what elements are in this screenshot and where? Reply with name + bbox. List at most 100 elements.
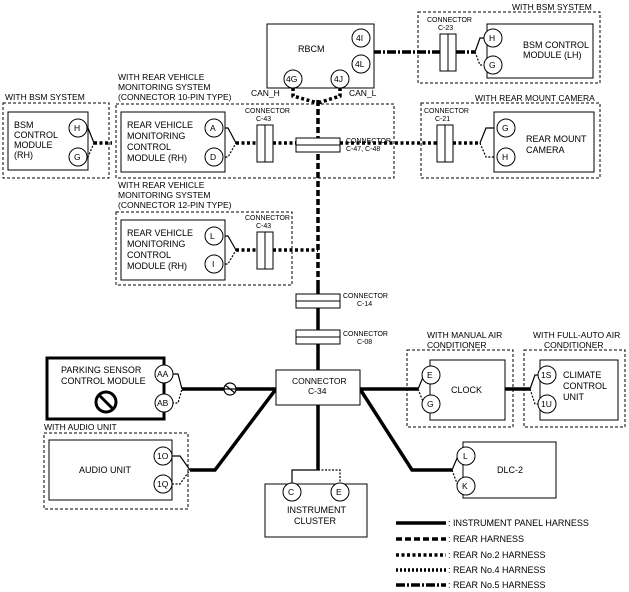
cluster-pin-c-lead (291, 469, 318, 484)
parking-pin-aa-lead (172, 373, 183, 390)
pin-climate-1u: 1U (537, 394, 557, 414)
bsm-lh-label-l2: MODULE (LH) (523, 50, 582, 60)
legend-label-rear: : REAR HARNESS (448, 534, 524, 544)
pin-rbcm-4i: 4I (351, 28, 371, 48)
svg-text:AB: AB (157, 398, 169, 408)
bsm-rh-label-l1: BSM (14, 120, 34, 130)
svg-text:C: C (288, 487, 294, 497)
svg-text:1U: 1U (541, 399, 552, 409)
camera-pin-h-lead (479, 142, 494, 158)
clock-box (429, 359, 506, 421)
parking-label-l2: CONTROL MODULE (61, 376, 146, 386)
svg-text:E: E (336, 487, 342, 497)
climate-label-l1: CLIMATE (563, 370, 601, 380)
connector-c14-id: C-14 (357, 301, 372, 308)
can-h-label: CAN_H (251, 88, 280, 98)
svg-text:AA: AA (157, 369, 169, 379)
rvm10-label-l4: MODULE (RH) (127, 153, 187, 163)
group-label-bsm-left: WITH BSM SYSTEM (5, 92, 85, 102)
rvm12-label-l1: REAR VEHICLE (127, 228, 193, 238)
twisted-pair-mark (223, 382, 237, 396)
can-h-wire (291, 88, 319, 105)
connector-c08-top (295, 329, 341, 338)
svg-text:4L: 4L (355, 59, 365, 69)
group-box-bsm-rh (2, 102, 110, 179)
pin-bsm-lh-h: H (483, 28, 503, 48)
bsm-rh-label-l2: CONTROL (14, 130, 58, 140)
parking-pin-ab-lead (172, 388, 183, 404)
cluster-box (264, 483, 368, 538)
pin-bsm-lh-g: G (483, 55, 503, 75)
svg-text:G: G (489, 60, 496, 70)
svg-text:1S: 1S (541, 370, 552, 380)
climate-label-l3: UNIT (563, 392, 584, 402)
connector-c47-bottom (295, 144, 341, 153)
legend: : INSTRUMENT PANEL HARNESS : REAR HARNES… (396, 518, 589, 590)
svg-text:4G: 4G (286, 74, 297, 84)
svg-text:H: H (74, 123, 80, 133)
legend-label-rear-no5: : REAR No.5 HARNESS (448, 580, 546, 590)
connector-c14-word: CONNECTOR (343, 293, 388, 300)
bsm-lh-label-l1: BSM CONTROL (523, 40, 589, 50)
group-label-manual-air-l2: CONDITIONER (427, 340, 487, 350)
pin-clock-e: E (421, 365, 441, 385)
group-label-rvm12-l1: WITH REAR VEHICLE (118, 180, 205, 190)
svg-text:K: K (462, 481, 468, 491)
connector-c08-id: C-08 (357, 339, 372, 346)
can-l-label: CAN_L (349, 88, 377, 98)
pin-rvm10-d: D (204, 147, 224, 167)
svg-text:A: A (210, 123, 216, 133)
group-box-rvm12 (115, 211, 293, 286)
climate-label-l2: CONTROL (563, 381, 607, 391)
group-label-manual-air-l1: WITH MANUAL AIR (427, 330, 502, 340)
pin-bsm-rh-g: G (68, 147, 88, 167)
connector-c21-word: CONNECTOR (424, 108, 469, 115)
pin-rvm12-i: I (204, 254, 224, 274)
camera-pin-g-lead (479, 127, 494, 144)
pin-audio-1o: 1O (153, 446, 173, 466)
pin-rbcm-4g: 4G (283, 69, 303, 89)
svg-text:E: E (427, 370, 433, 380)
cluster-pin-e-lead (318, 469, 341, 484)
pin-dlc-k: K (456, 476, 476, 496)
connector-c47-top (295, 137, 341, 146)
connector-c43-bottom-id: C-43 (256, 223, 271, 230)
connector-c23-word: CONNECTOR (427, 17, 472, 24)
svg-text:G: G (427, 399, 434, 409)
connector-c23-right (447, 33, 457, 72)
svg-text:H: H (502, 152, 508, 162)
pin-rbcm-4l: 4L (351, 54, 371, 74)
audio-wire (190, 387, 278, 472)
connector-c08-bottom (295, 336, 341, 345)
svg-text:D: D (210, 152, 216, 162)
pin-rvm10-a: A (204, 118, 224, 138)
svg-text:1O: 1O (157, 451, 169, 461)
connector-c43-top-right (264, 124, 274, 163)
connector-c43-top-word: CONNECTOR (245, 108, 290, 115)
cluster-label-l2: CLUSTER (294, 516, 337, 526)
rvm10-label-l2: MONITORING (127, 131, 185, 141)
group-label-audio: WITH AUDIO UNIT (44, 422, 117, 432)
rbcm-label: RBCM (298, 44, 325, 54)
group-label-rvm10-l3: (CONNECTOR 10-PIN TYPE) (118, 92, 232, 102)
svg-text:G: G (74, 152, 81, 162)
rvm10-label-l3: CONTROL (127, 142, 171, 152)
svg-text:4J: 4J (334, 74, 343, 84)
pin-audio-1q: 1Q (153, 474, 173, 494)
connector-c43-bottom-left (256, 231, 266, 270)
svg-text:4I: 4I (356, 33, 363, 43)
clock-label: CLOCK (451, 385, 482, 395)
pin-clock-g: G (421, 394, 441, 414)
group-label-bsm-top: WITH BSM SYSTEM (512, 2, 592, 12)
legend-label-instrument-panel: : INSTRUMENT PANEL HARNESS (448, 518, 589, 528)
pin-bsm-rh-h: H (68, 118, 88, 138)
connector-c34-label-l2: C-34 (308, 386, 327, 396)
connector-c34-box (275, 369, 361, 406)
bsm-rh-label-l3: MODULE (14, 140, 53, 150)
audio-pin-1o-lead (172, 455, 191, 471)
group-box-full-auto (523, 349, 626, 428)
connector-c21-right (444, 124, 454, 163)
connector-c43-top-left (256, 124, 266, 163)
camera-label-l2: CAMERA (526, 145, 565, 155)
